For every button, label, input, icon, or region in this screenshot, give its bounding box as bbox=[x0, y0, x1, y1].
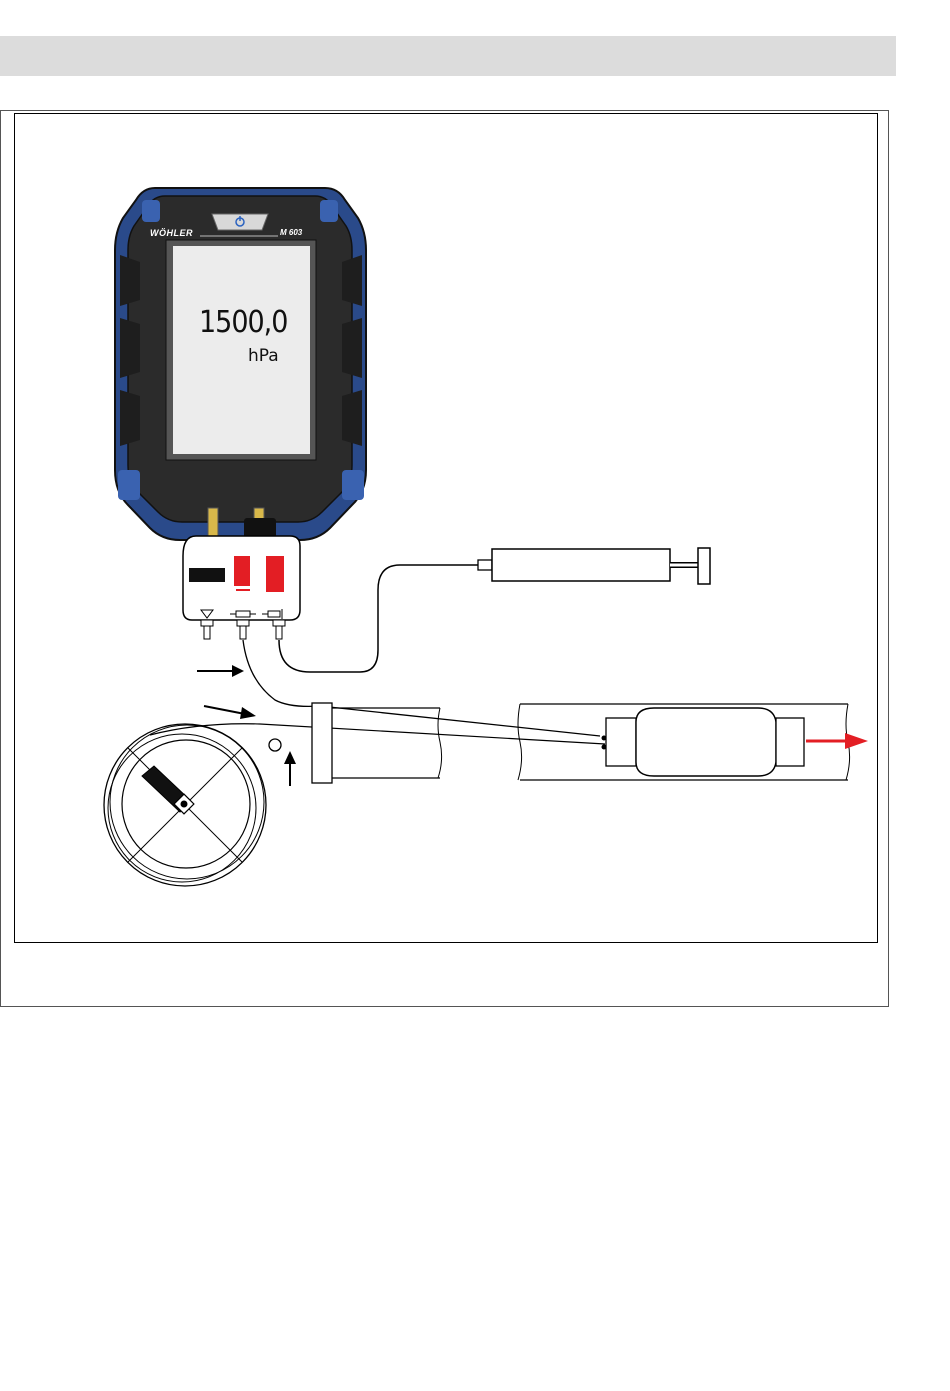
syringe bbox=[478, 548, 710, 584]
syringe-hose bbox=[279, 565, 478, 672]
device-brand: WÖHLER bbox=[150, 228, 193, 238]
probe-cartridge bbox=[602, 708, 805, 776]
arrow-right-1 bbox=[197, 665, 244, 677]
pressure-meter-device bbox=[115, 188, 366, 540]
device-model: M 603 bbox=[280, 228, 302, 237]
power-button[interactable] bbox=[212, 214, 268, 230]
adapter-block bbox=[183, 536, 300, 639]
arrow-right-2 bbox=[204, 706, 256, 719]
display-reading-value: 1500,0 bbox=[199, 305, 287, 340]
sample-point bbox=[269, 739, 281, 751]
probe-hose bbox=[243, 640, 600, 736]
hose-reel bbox=[104, 724, 266, 886]
pipe-section-left bbox=[312, 703, 442, 783]
flow-direction-arrow bbox=[806, 733, 868, 749]
display-reading-unit: hPa bbox=[248, 346, 279, 366]
arrow-up bbox=[284, 751, 296, 786]
